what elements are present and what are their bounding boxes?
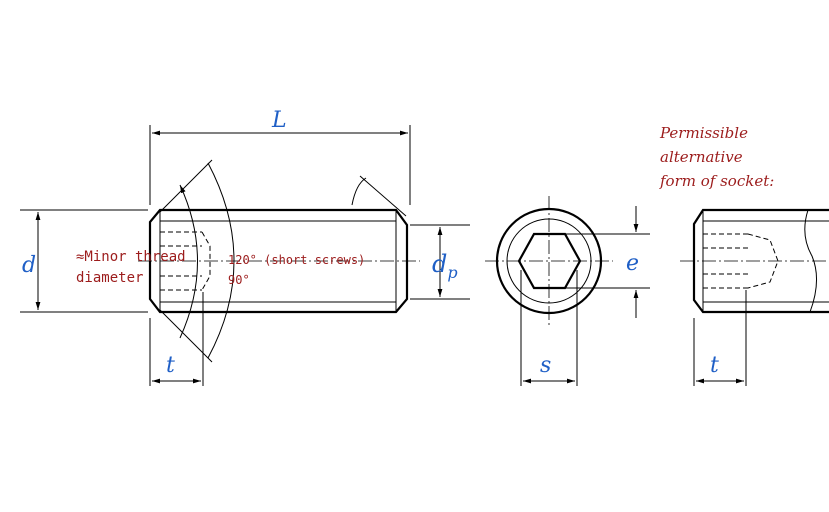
dimension-d: d (20, 209, 148, 313)
dimension-s: s (520, 270, 578, 386)
note-minor-thread: ≈Minor thread (76, 249, 186, 265)
end-view (485, 196, 613, 326)
dimension-t-right: t (693, 290, 747, 386)
label-dp-subscript: p (447, 263, 457, 282)
label-t-right: t (710, 353, 719, 378)
chamfer-angle-leader (359, 175, 407, 217)
label-L: L (271, 108, 287, 133)
alt-body-outline (692, 208, 829, 314)
dimension-L: L (149, 108, 411, 205)
angle-120-arc (207, 162, 235, 359)
dimension-e: e (565, 206, 650, 318)
note-diameter: diameter (76, 270, 143, 286)
chamfer-angle-arc (351, 177, 367, 206)
alt-caption-line3: form of socket: (659, 172, 774, 190)
dimension-t-left: t (149, 292, 204, 386)
note-angle-120: 120° (short screws) (228, 253, 365, 267)
alt-caption-line1: Permissible (659, 124, 748, 142)
hex-socket (517, 232, 582, 290)
note-angle-90: 90° (228, 273, 250, 287)
socket-hidden-lines (160, 231, 211, 291)
label-e: e (626, 251, 639, 276)
label-dp: dp (432, 250, 458, 282)
alt-break-line (804, 209, 817, 313)
label-t-left: t (166, 353, 175, 378)
label-d: d (22, 253, 36, 278)
label-s: s (540, 353, 551, 378)
angle-leader-top (159, 159, 213, 213)
angle-90-arc (179, 184, 198, 339)
alt-caption-line2: alternative (660, 148, 743, 166)
alternative-socket-view (680, 208, 829, 314)
dimension-dp: dp (410, 224, 470, 300)
